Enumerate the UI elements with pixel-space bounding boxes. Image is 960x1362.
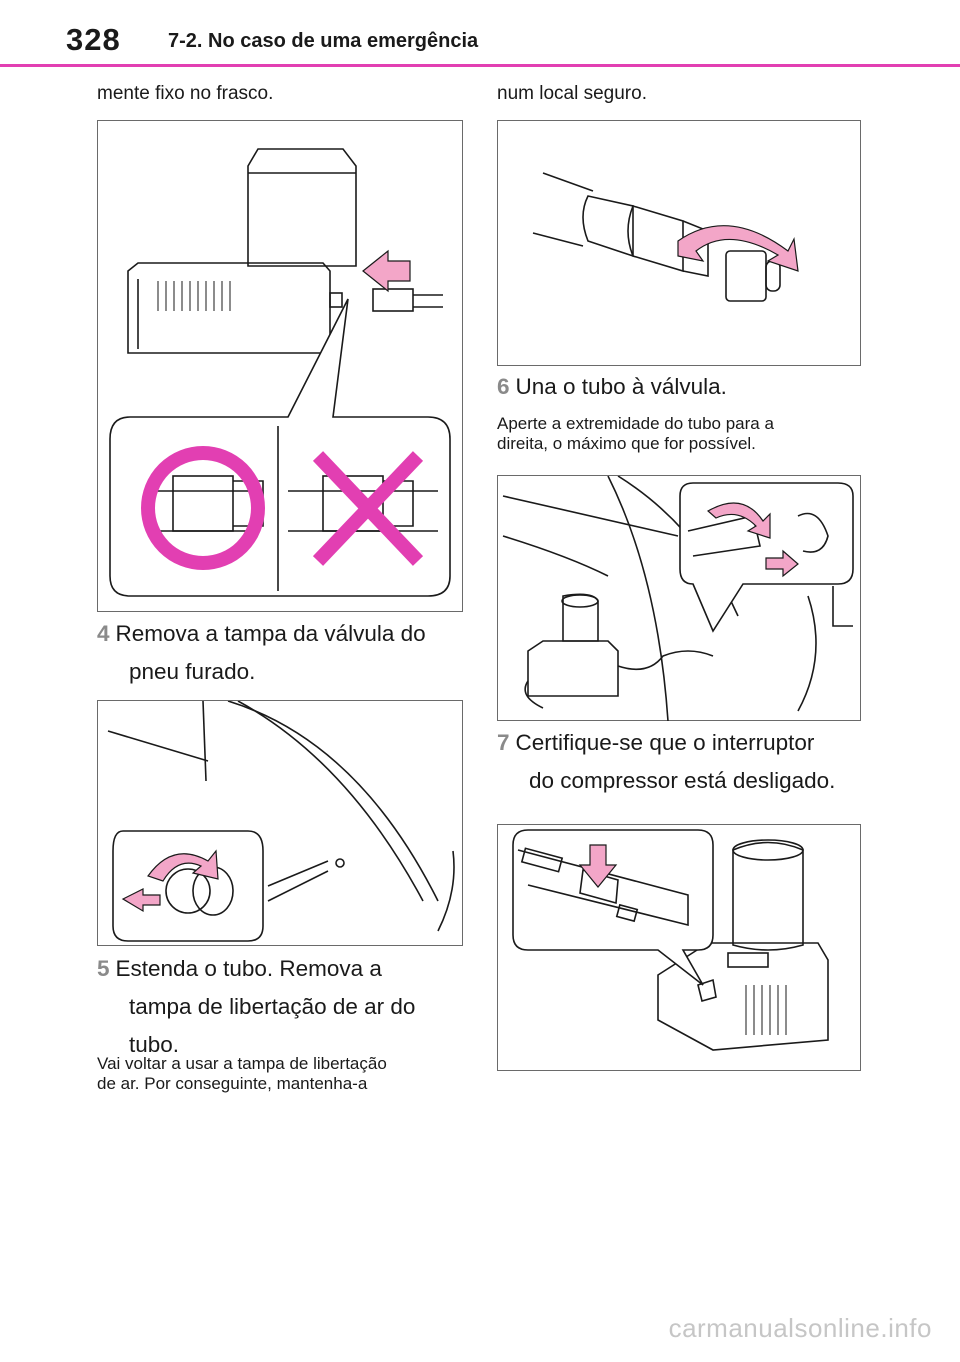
valve-cap-illustration (107, 701, 455, 942)
step-6-note: Aperte a extremidade do tubo para a dire… (497, 414, 774, 454)
note-line: direita, o máximo que for possível. (497, 434, 756, 453)
step-5-note: Vai voltar a usar a tampa de libertação … (97, 1054, 387, 1094)
bottle-attach-illustration (109, 148, 451, 597)
step-text: pneu furado. (129, 659, 256, 684)
step-text: Remova a tampa da válvula do (115, 621, 426, 646)
step-number: 5 (97, 956, 110, 981)
continuation-text: mente fixo no frasco. (97, 83, 274, 104)
figure-valve-cap (97, 700, 463, 946)
step-text: Estenda o tubo. Remova a (115, 956, 382, 981)
connect-hose-illustration (502, 476, 854, 722)
note-line: Vai voltar a usar a tampa de libertação (97, 1054, 387, 1073)
step-text: Certifique-se que o interruptor (515, 730, 815, 755)
note-line: de ar. Por conseguinte, mantenha-a (97, 1074, 368, 1093)
step-text: Una o tubo à válvula. (515, 374, 727, 399)
step-text: do compressor está desligado. (529, 768, 836, 793)
step-text: tubo. (129, 1032, 180, 1057)
continuation-text: num local seguro. (497, 83, 647, 104)
compressor-switch-illustration (512, 829, 829, 1051)
step-number: 7 (497, 730, 510, 755)
figure-hose-cap (497, 120, 861, 366)
page-number: 328 (66, 22, 121, 57)
step-number: 6 (497, 374, 510, 399)
step-number: 4 (97, 621, 110, 646)
watermark: carmanualsonline.info (668, 1313, 932, 1343)
header-rule (0, 64, 960, 67)
figure-compressor-switch (497, 824, 861, 1071)
step-text: tampa de libertação de ar do (129, 994, 416, 1019)
section-title: 7-2. No caso de uma emergência (168, 30, 479, 52)
hose-cap-illustration (532, 172, 799, 302)
note-line: Aperte a extremidade do tubo para a (497, 414, 774, 433)
figure-bottle-attach (97, 120, 463, 612)
figure-connect-hose (497, 475, 861, 722)
